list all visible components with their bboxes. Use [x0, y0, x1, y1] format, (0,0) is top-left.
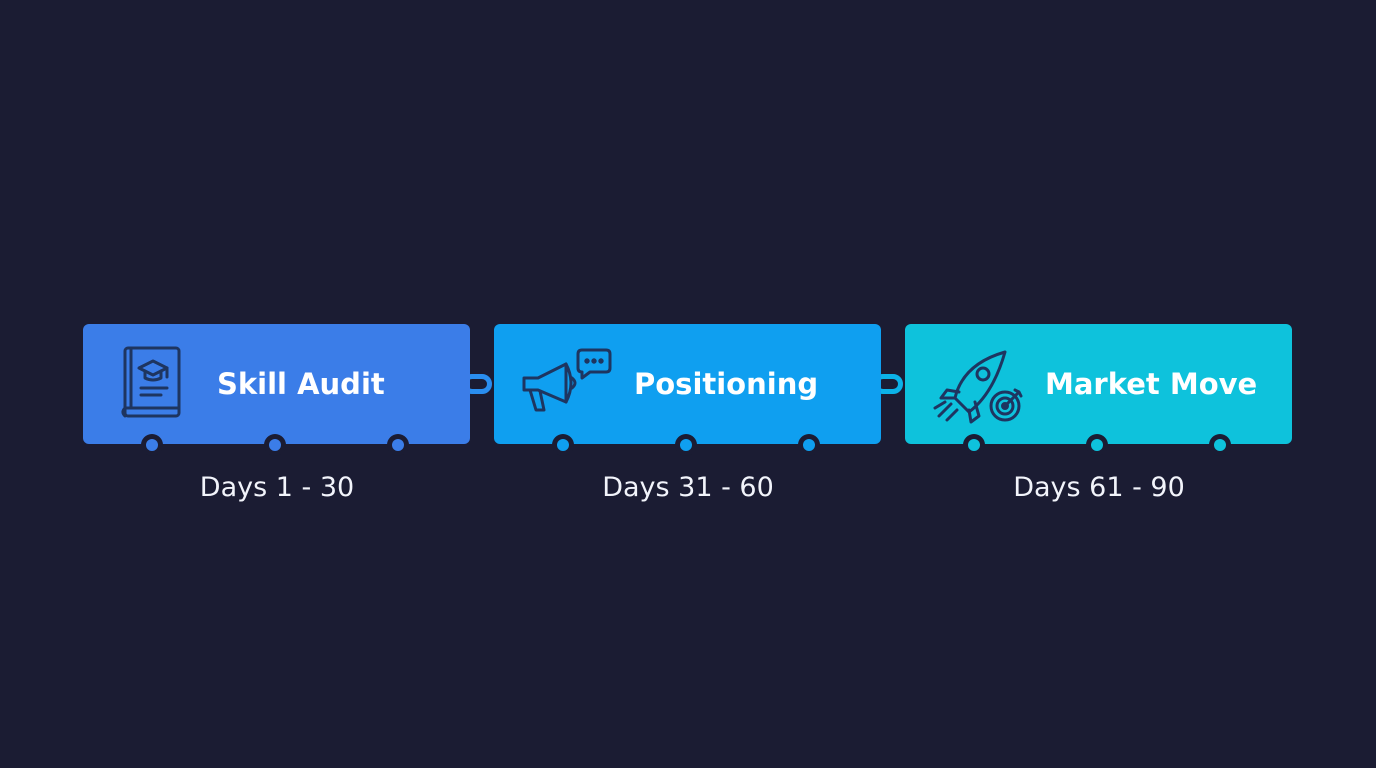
timeline-node: [963, 434, 985, 456]
phase-period-label: Days 61 - 90: [1013, 472, 1185, 503]
timeline-node: [798, 434, 820, 456]
phase-period-label: Days 31 - 60: [602, 472, 774, 503]
rocket-target-icon: [929, 344, 1025, 424]
phase-title: Positioning: [634, 367, 819, 401]
timeline-node: [552, 434, 574, 456]
megaphone-chat-icon: [516, 344, 612, 424]
phase-title: Skill Audit: [217, 367, 385, 401]
timeline-node: [675, 434, 697, 456]
phase-period-label: Days 1 - 30: [199, 472, 355, 503]
timeline-node: [264, 434, 286, 456]
phase-card-market-move: Market Move: [905, 324, 1292, 456]
phase-card-skill-audit: Skill Audit: [83, 324, 470, 456]
phase-card-positioning: Positioning: [494, 324, 881, 456]
timeline-node: [1209, 434, 1231, 456]
book-graduation-cap-icon: [111, 344, 207, 424]
timeline-node: [387, 434, 409, 456]
timeline-node: [141, 434, 163, 456]
timeline-node: [1086, 434, 1108, 456]
phase-title: Market Move: [1045, 367, 1258, 401]
